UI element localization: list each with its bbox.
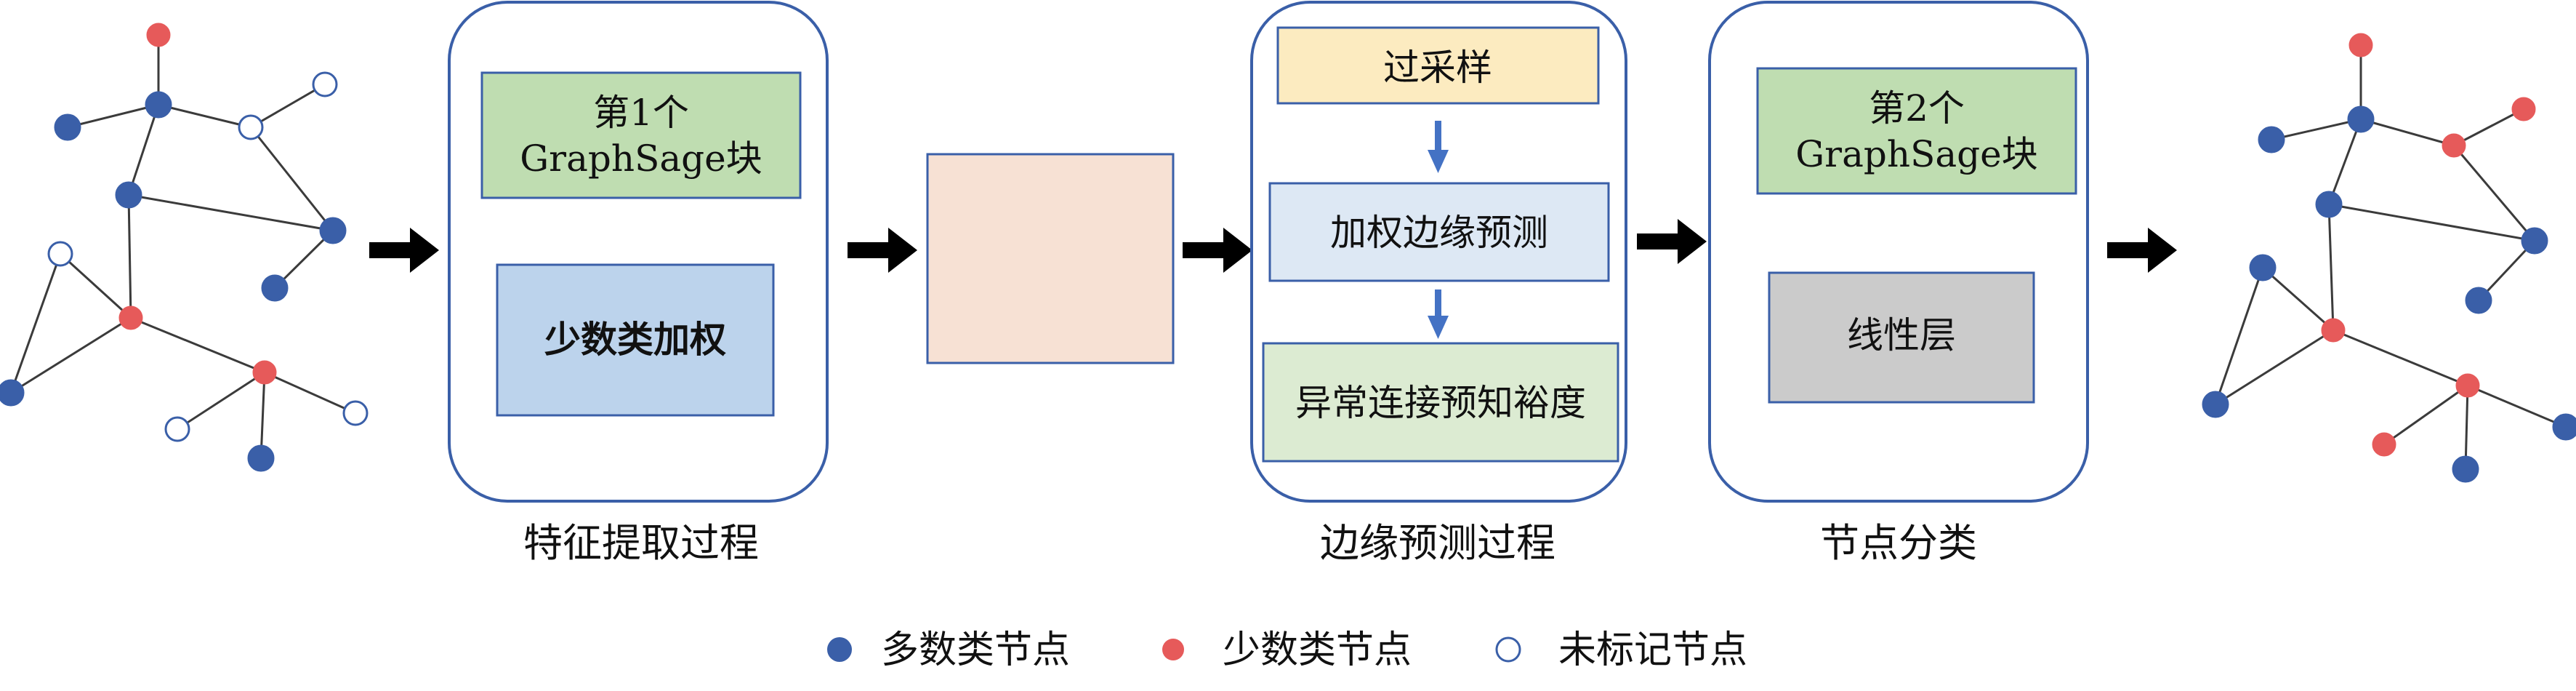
graphsage-block-1 [480, 71, 802, 199]
input-node-majority [261, 274, 289, 302]
output-node-minority [2511, 97, 2536, 121]
node-classification-caption: 节点分类 [1820, 520, 1977, 566]
linear-layer-block [1768, 271, 2035, 404]
input-node-majority [115, 181, 142, 209]
input-graph [9, 35, 356, 459]
flow-arrow [369, 228, 439, 273]
legend-majority-label: 多数类节点 [881, 628, 1070, 672]
legend-minority-label: 少数类节点 [1223, 628, 1412, 672]
output-node-minority [2321, 318, 2346, 343]
legend: 多数类节点 少数类节点 未标记节点 [827, 628, 1747, 672]
edge-prediction-caption: 边缘预测过程 [1320, 520, 1555, 566]
anomaly-tolerance-label: 异常连接预知裕度 [1295, 382, 1586, 424]
output-node-majority [2465, 287, 2492, 314]
input-node-majority [319, 217, 347, 244]
graphsage-block-2 [1756, 67, 2077, 195]
graphsage-block-2-line2: GraphSage块 [1795, 133, 2038, 175]
output-node-majority [2347, 105, 2375, 133]
output-node-majority [2249, 254, 2277, 281]
minority-weighting-label: 少数类加权 [544, 318, 726, 361]
flow-arrow [1183, 228, 1252, 273]
input-node-unlabeled [238, 114, 264, 140]
linear-layer-label: 线性层 [1847, 314, 1956, 356]
input-node-unlabeled [312, 71, 338, 97]
input-node-majority [54, 113, 81, 141]
weighted-edge-prediction-block [1268, 182, 1610, 282]
output-node-minority [2442, 133, 2466, 158]
output-node-majority [2202, 391, 2229, 418]
output-node-minority [2348, 33, 2373, 57]
input-node-unlabeled [342, 400, 369, 426]
flow-arrow [848, 228, 917, 273]
output-node-majority [2452, 455, 2479, 483]
input-node-majority [145, 91, 172, 119]
output-graph [2214, 45, 2567, 470]
flow-arrow [1637, 219, 1707, 264]
output-graph-nodes [2202, 33, 2576, 483]
legend-minority-node-icon [1162, 639, 1184, 660]
legend-unlabeled-node-icon [1495, 636, 1521, 663]
output-node-majority [2521, 227, 2548, 255]
input-node-unlabeled [47, 241, 73, 267]
oversampling-block [1276, 26, 1600, 105]
output-node-minority [2455, 373, 2480, 398]
graphsage-block-2-line1: 第2个 [1869, 87, 1965, 129]
node-embedding-space-block [926, 153, 1175, 364]
legend-unlabeled-label: 未标记节点 [1558, 628, 1747, 672]
input-node-unlabeled [164, 416, 190, 442]
input-node-minority [252, 360, 277, 385]
input-graph-nodes [0, 23, 369, 472]
output-node-minority [2372, 432, 2396, 457]
output-node-majority [2552, 413, 2576, 441]
graphsage-block-1-line1: 第1个 [593, 92, 689, 134]
input-node-minority [146, 23, 171, 47]
inner-arrow [1428, 121, 1449, 173]
anomaly-tolerance-block [1262, 342, 1619, 463]
legend-majority-node-icon [827, 637, 852, 662]
input-node-majority [0, 379, 25, 407]
input-node-majority [247, 444, 275, 472]
graphsage-block-1-line2: GraphSage块 [520, 137, 762, 180]
weighted-edge-prediction-label: 加权边缘预测 [1330, 212, 1548, 254]
feature-extraction-caption: 特征提取过程 [523, 520, 759, 566]
input-node-minority [118, 305, 143, 330]
output-node-majority [2315, 191, 2343, 218]
oversampling-label: 过采样 [1383, 47, 1492, 89]
minority-weighting-block [496, 263, 775, 417]
inner-arrow [1428, 289, 1449, 339]
output-node-majority [2258, 126, 2285, 153]
flow-arrow [2107, 228, 2177, 273]
